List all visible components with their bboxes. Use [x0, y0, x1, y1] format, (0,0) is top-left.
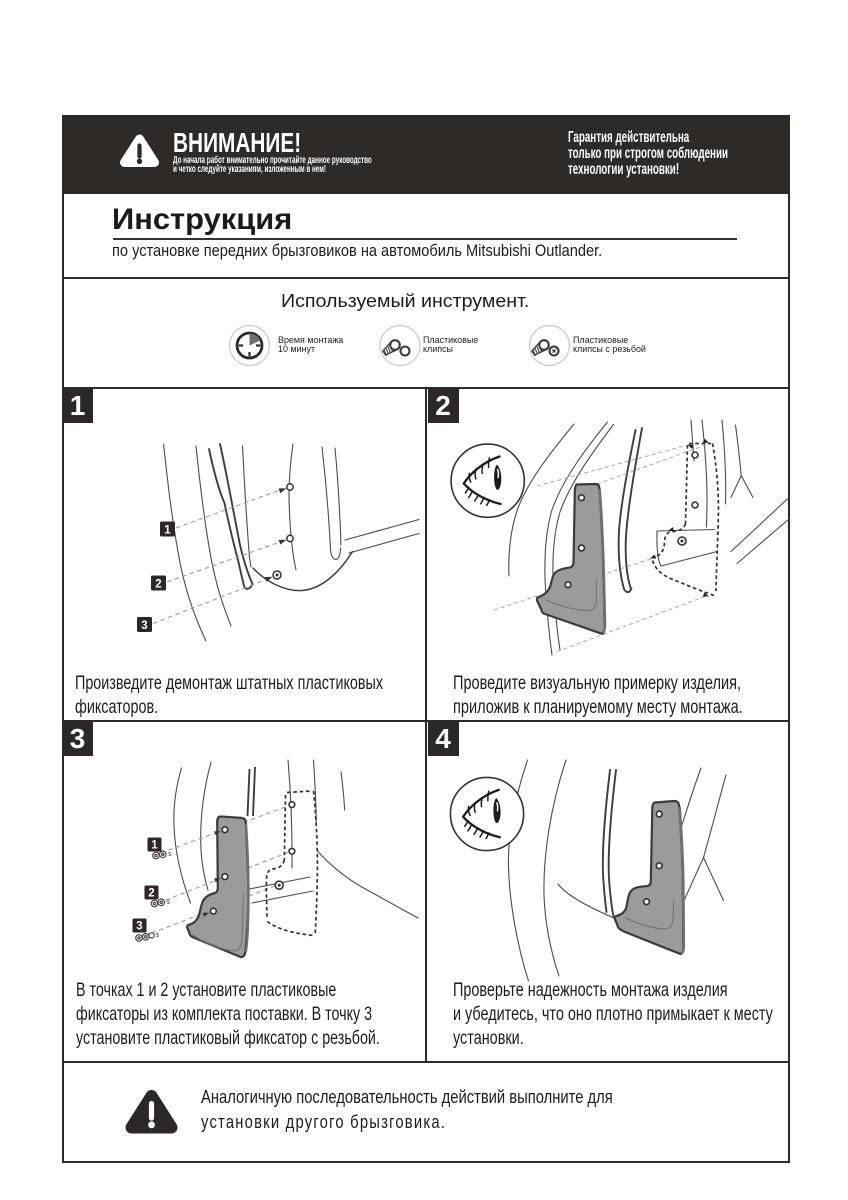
svg-text:3: 3: [136, 920, 142, 932]
svg-text:2: 2: [155, 578, 161, 590]
svg-text:3: 3: [141, 620, 147, 632]
svg-text:1: 1: [151, 839, 158, 851]
svg-text:2: 2: [148, 887, 154, 899]
svg-text:1: 1: [164, 524, 171, 536]
